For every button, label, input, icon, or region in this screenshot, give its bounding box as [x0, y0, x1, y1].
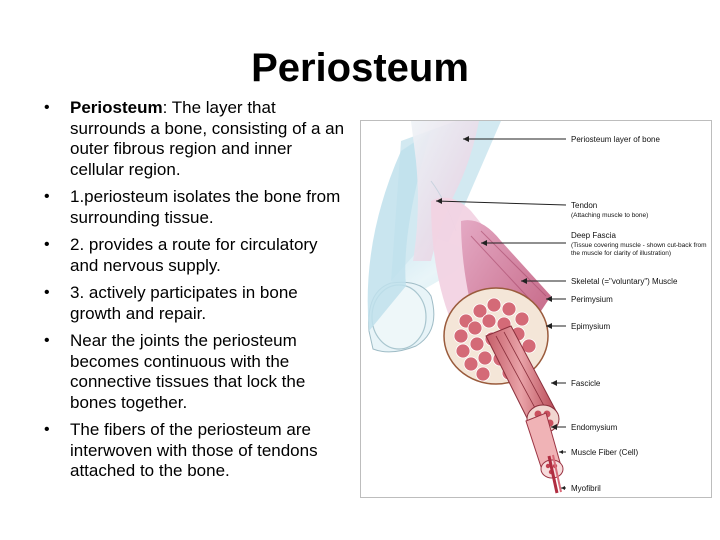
bullet-text: : The layer that surrounds a bone, consi…: [70, 98, 345, 179]
label-deep-fascia: Deep Fascia: [571, 231, 616, 240]
bullet-text: The fibers of the periosteum are interwo…: [70, 420, 318, 480]
bullet-text: Near the joints the periosteum becomes c…: [70, 331, 306, 412]
slide-title: Periosteum: [251, 46, 469, 90]
bullet-item: •Near the joints the periosteum becomes …: [44, 331, 306, 412]
bullet-text: 1.periosteum isolates the bone from surr…: [70, 187, 341, 227]
leader-lines: [435, 138, 567, 489]
bullet-item: •Periosteum: The layer that surrounds a …: [44, 98, 345, 179]
label-endomysium: Endomysium: [571, 423, 618, 432]
label-deep-fascia-sub2: the muscle for clarity of illustration): [571, 250, 671, 257]
label-fascicle: Fascicle: [571, 379, 601, 388]
bullet-item: •1.periosteum isolates the bone from sur…: [44, 187, 341, 227]
bullet-text: 3. actively participates in bone growth …: [70, 283, 298, 323]
bullet-text: 2. provides a route for circulatory and …: [70, 235, 318, 275]
muscle-anatomy-figure: Periosteum layer of bone Tendon (Attachi…: [360, 120, 712, 498]
label-deep-fascia-sub1: (Tissue covering muscle - shown cut-back…: [571, 242, 707, 249]
label-tendon: Tendon: [571, 201, 597, 210]
bullet-item: •The fibers of the periosteum are interw…: [44, 420, 318, 480]
bullet-term: Periosteum: [70, 98, 163, 117]
label-periosteum: Periosteum layer of bone: [571, 135, 660, 144]
bullet-item: •2. provides a route for circulatory and…: [44, 235, 318, 275]
label-tendon-sub: (Attaching muscle to bone): [571, 212, 648, 219]
bullet-item: •3. actively participates in bone growth…: [44, 283, 298, 323]
muscle-fiber: [525, 412, 564, 494]
label-perimysium: Perimysium: [571, 295, 613, 304]
label-skeletal-muscle: Skeletal (="voluntary") Muscle: [571, 277, 678, 286]
label-epimysium: Epimysium: [571, 322, 610, 331]
label-muscle-fiber: Muscle Fiber (Cell): [571, 448, 638, 457]
label-myofibril: Myofibril: [571, 484, 601, 493]
bullet-list: •Periosteum: The layer that surrounds a …: [44, 98, 350, 489]
muscle-illustration: Periosteum layer of bone Tendon (Attachi…: [367, 121, 707, 494]
